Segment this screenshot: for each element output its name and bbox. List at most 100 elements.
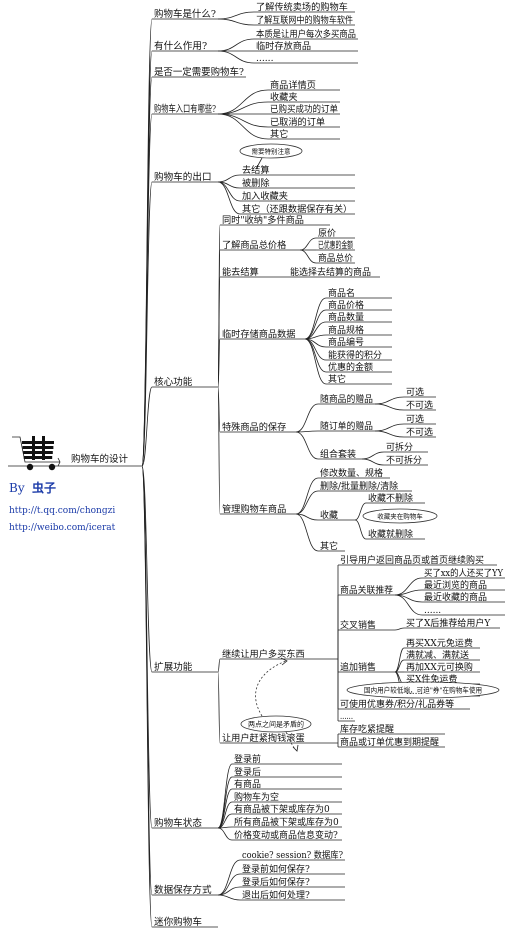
state-item-0: 登录前 — [234, 753, 261, 765]
exit-callout-bubble — [239, 143, 303, 159]
coupon-callout: 国内用户较低端，可迫"券"在购物车使用 — [364, 685, 482, 694]
entry-item-2: 已购买成功的订单 — [270, 103, 338, 115]
entry-item-3: 已取消的订单 — [270, 116, 325, 128]
price-item-0: 原价 — [318, 228, 336, 239]
branch-0-label: 购物车是什么? — [154, 8, 216, 20]
price-item-2: 商品总价 — [318, 252, 353, 264]
exit-item-2: 加入收藏夹 — [242, 190, 288, 202]
data-item-5: 能获得的积分 — [328, 349, 382, 361]
cross-sell-item-0: 买了X后推荐给用户Y — [406, 617, 491, 629]
checkout-item-0: 能选择去结算的商品 — [290, 266, 371, 278]
bundle-option-1: 不可拆分 — [386, 454, 422, 466]
extension-1-label: 让用户赶紧掏钱滚蛋 — [222, 732, 305, 744]
author-by-label: By — [9, 481, 25, 495]
branch-9-label: 迷你购物车 — [154, 916, 202, 928]
branch-4-label: 购物车的出口 — [154, 171, 212, 183]
gift-item-option-0: 可选 — [406, 386, 424, 398]
upsell-item-3: 买X件免运费 — [406, 673, 457, 685]
upsell-item-1: 满就减、满就送 — [406, 649, 469, 661]
special-0-label: 随商品的赠品 — [320, 393, 373, 405]
data-item-1: 商品价格 — [328, 299, 364, 311]
favorite-callout: 收藏夹在购物车 — [377, 511, 423, 520]
conflict-callout-bubble — [240, 715, 312, 733]
author-name: 虫子 — [32, 480, 56, 495]
branch-7-label: 购物车状态 — [154, 817, 202, 829]
coupon-callout-bubble — [346, 681, 500, 699]
order-gift-option-0: 可选 — [406, 413, 424, 425]
favorite-callout-bubble — [362, 508, 438, 524]
state-item-6: 价格变动或商品信息变动? — [234, 829, 338, 841]
exit-item-1: 被删除 — [242, 177, 270, 189]
core-1-label: 了解商品总价格 — [222, 239, 286, 251]
upsell-item-2: 再加XX元可换购 — [406, 661, 473, 673]
center-title: 购物车的设计 — [71, 453, 129, 465]
data-item-3: 商品规格 — [328, 324, 364, 336]
what-is-item-1: 了解互联网中的购物车软件 — [256, 14, 353, 26]
core-3-label: 临时存储商品数据 — [222, 328, 296, 340]
what-is-item-0: 了解传统卖场的购物车 — [256, 1, 348, 13]
data-item-6: 优惠的金额 — [328, 361, 373, 373]
branch-3-label: 购物车入口有哪些? — [154, 103, 216, 115]
more-3-label: 追加销售 — [340, 661, 376, 673]
branch-8-label: 数据保存方式 — [154, 884, 212, 896]
state-item-4: 有商品被下架或库存为0 — [234, 803, 330, 815]
purpose-item-2: ...... — [256, 53, 274, 64]
manage-3-label: 其它 — [320, 540, 338, 552]
manage-1-label: 删除/批量删除/清除 — [320, 480, 398, 492]
data-item-7: 其它 — [328, 373, 346, 385]
data-item-2: 商品数量 — [328, 311, 364, 323]
extension-0-label: 继续让用户多买东西 — [222, 648, 305, 660]
favorite-option-0: 收藏不删除 — [368, 492, 413, 504]
state-item-5: 所有商品被下架或库存为0 — [234, 816, 339, 828]
entry-item-1: 收藏夹 — [270, 91, 298, 103]
author-link-qq[interactable]: http://t.qq.com/chongzi — [9, 506, 115, 516]
entry-item-4: 其它 — [270, 128, 288, 140]
exit-item-3: 其它（还跟数据保存有关） — [242, 203, 352, 215]
exit-item-0: 去结算 — [242, 164, 270, 176]
purpose-item-0: 本质是让用户每次多买商品 — [256, 28, 356, 40]
gift-item-option-1: 不可选 — [406, 399, 433, 411]
author-link-weibo[interactable]: http://weibo.com/icerat — [9, 523, 116, 533]
more-4-label: 可使用优惠券/积分/礼品券等 — [340, 698, 454, 710]
core-2-label: 能去结算 — [222, 266, 259, 278]
upsell-item-4: ...... — [406, 687, 423, 697]
core-5-label: 管理购物车商品 — [222, 503, 286, 515]
more-1-label: 商品关联推荐 — [340, 584, 393, 596]
state-item-3: 购物车为空 — [234, 791, 279, 803]
branch-5-label: 核心功能 — [154, 376, 193, 388]
manage-2-label: 收藏 — [320, 509, 338, 521]
entry-item-0: 商品详情页 — [270, 79, 316, 91]
state-item-1: 登录后 — [234, 767, 261, 778]
more-0-label: 引导用户返回商品页或首页继续购买 — [340, 554, 484, 566]
more-5-label: ...... — [340, 712, 353, 722]
shopping-cart-logo-icon — [12, 436, 61, 471]
pay-fast-item-0: 库存吃紧提醒 — [340, 723, 394, 735]
storage-item-2: 登录后如何保存? — [242, 876, 310, 888]
branch-2-label: 是否一定需要购物车? — [154, 66, 244, 78]
storage-item-1: 登录前如何保存? — [242, 863, 310, 875]
storage-item-0: cookie? session? 数据库? — [242, 849, 343, 861]
data-item-4: 商品编号 — [328, 336, 364, 348]
special-1-label: 随订单的赠品 — [320, 420, 373, 432]
state-item-2: 有商品 — [234, 778, 261, 790]
related-item-2: 最近收藏的商品 — [424, 591, 487, 603]
favorite-option-1: 收藏就删除 — [368, 528, 413, 540]
core-4-label: 特殊商品的保存 — [222, 421, 286, 433]
exit-callout: 需要特别注意 — [252, 146, 292, 155]
more-2-label: 交叉销售 — [340, 619, 376, 631]
manage-0-label: 修改数量、规格 — [320, 467, 383, 479]
data-item-0: 商品名 — [328, 287, 355, 299]
core-0-label: 同时"收纳"多件商品 — [222, 214, 304, 226]
branch-1-label: 有什么作用? — [154, 40, 207, 52]
bundle-option-0: 可拆分 — [386, 441, 413, 453]
branch-6-label: 扩展功能 — [154, 661, 193, 673]
pay-fast-item-1: 商品或订单优惠到期提醒 — [340, 736, 439, 748]
related-item-1: 最近浏览的商品 — [424, 579, 487, 591]
related-item-0: 买了xx的人还买了YY — [424, 567, 504, 579]
conflict-callout: 两点之间是矛盾的 — [248, 719, 304, 728]
order-gift-option-1: 不可选 — [406, 426, 433, 438]
related-item-3: ...... — [424, 606, 441, 616]
price-item-1: 已优惠的金额 — [318, 239, 353, 251]
storage-item-3: 退出后如何处理? — [242, 889, 310, 901]
